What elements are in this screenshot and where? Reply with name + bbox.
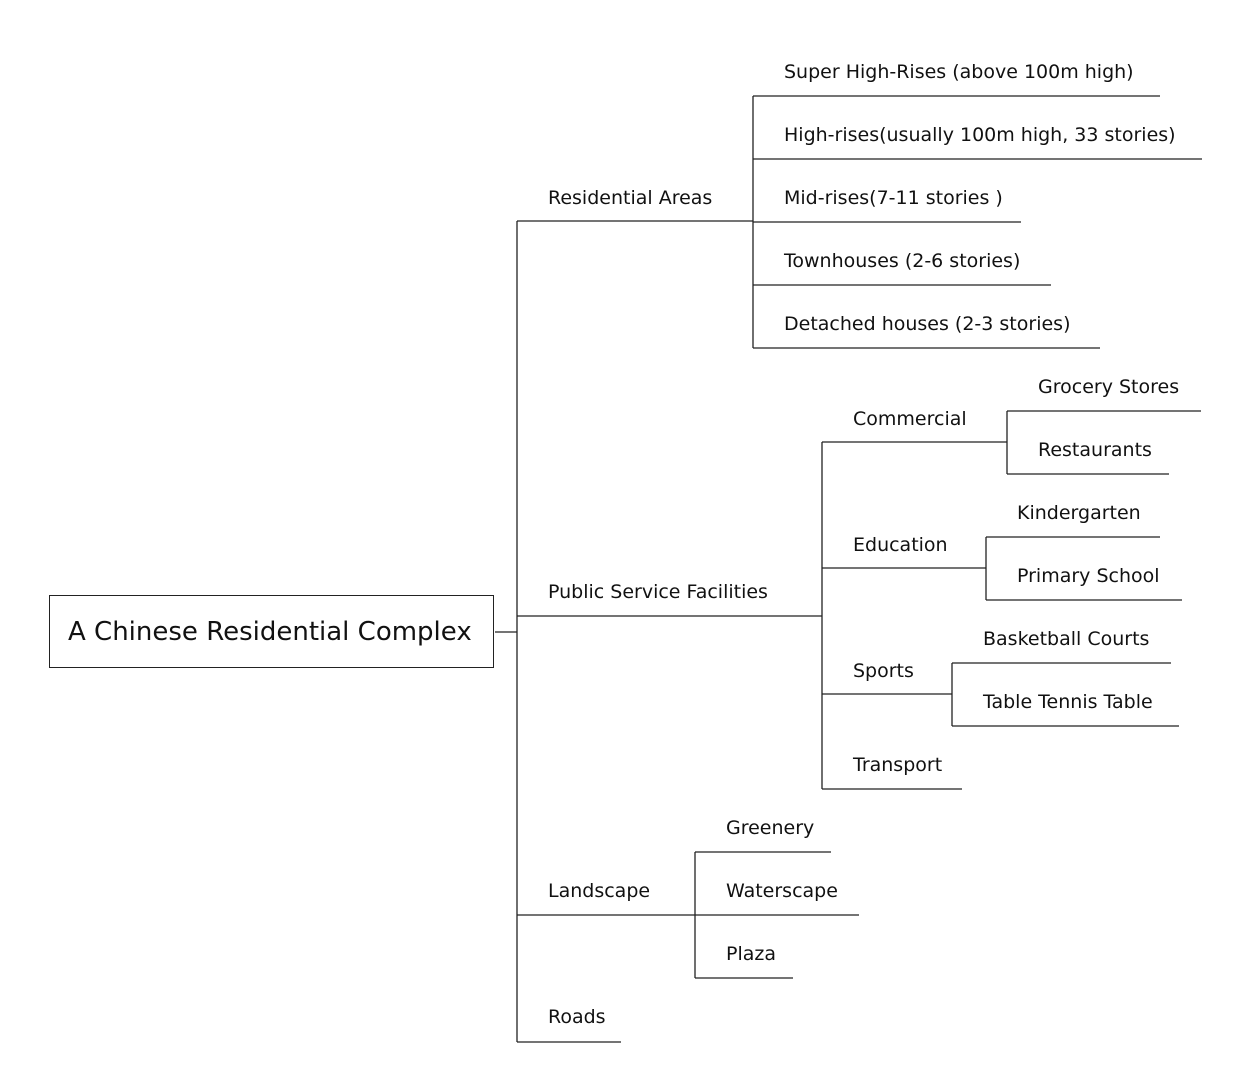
residential-areas-label: Residential Areas [548,187,713,209]
detached-houses-label: Detached houses (2-3 stories) [784,313,1071,335]
commercial-label: Commercial [853,408,967,430]
root-node-box [49,595,494,668]
high-rises-label: High-rises(usually 100m high, 33 stories… [784,124,1176,146]
grocery-stores-label: Grocery Stores [1038,376,1180,398]
mid-rises-label: Mid-rises(7-11 stories ) [784,187,1003,209]
waterscape-label: Waterscape [726,880,838,902]
education-label: Education [853,534,948,556]
roads-label: Roads [548,1006,606,1028]
landscape-label: Landscape [548,880,651,902]
super-high-rises-label: Super High-Rises (above 100m high) [784,61,1134,83]
townhouses-label: Townhouses (2-6 stories) [784,250,1021,272]
public-service-facilities-label: Public Service Facilities [548,581,768,603]
restaurants-label: Restaurants [1038,439,1152,461]
sports-label: Sports [853,660,914,682]
transport-label: Transport [853,754,943,776]
plaza-label: Plaza [726,943,776,965]
table-tennis-table-label: Table Tennis Table [983,691,1153,713]
primary-school-label: Primary School [1017,565,1160,587]
basketball-courts-label: Basketball Courts [983,628,1150,650]
root-node-label: A Chinese Residential Complex [68,617,472,647]
kindergarten-label: Kindergarten [1017,502,1141,524]
greenery-label: Greenery [726,817,815,839]
